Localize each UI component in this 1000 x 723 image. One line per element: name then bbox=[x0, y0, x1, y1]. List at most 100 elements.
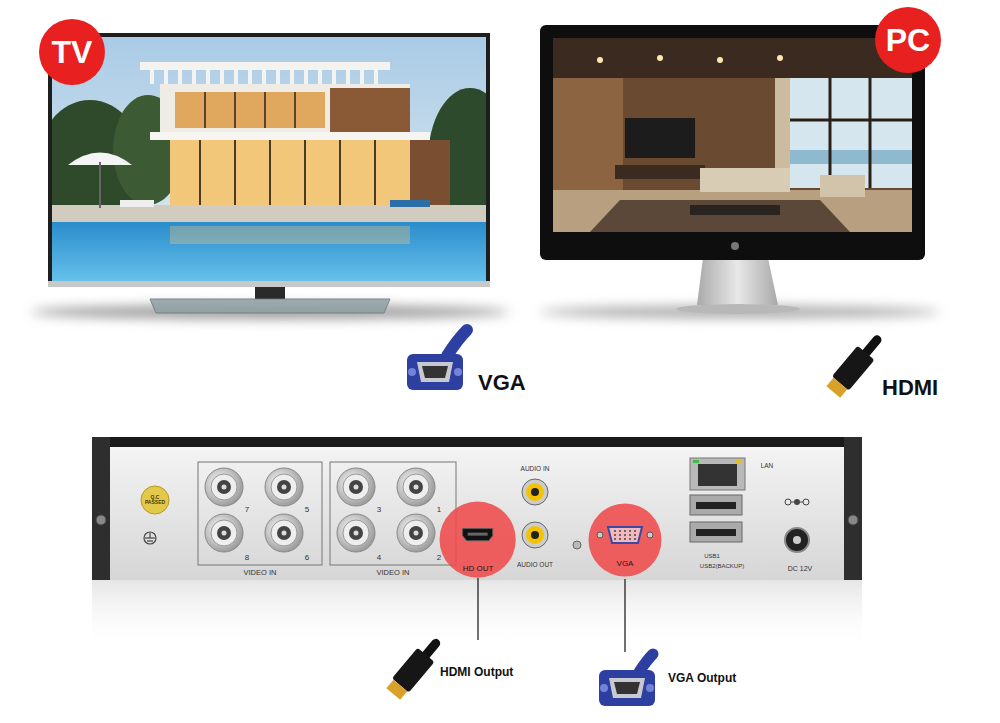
pc-monitor bbox=[790, 119, 912, 122]
tv-set bbox=[294, 92, 296, 128]
vga-plug-icon bbox=[454, 368, 462, 376]
ground-symbol bbox=[144, 532, 156, 544]
vga-plug-icon bbox=[407, 354, 463, 390]
vga-plug-icon bbox=[599, 654, 655, 706]
bnc-connector bbox=[271, 520, 297, 546]
vga-pin bbox=[619, 530, 621, 532]
bnc-connector bbox=[282, 485, 287, 490]
usb-port bbox=[696, 502, 736, 509]
ground-symbol bbox=[145, 537, 155, 538]
ground-symbol bbox=[147, 540, 153, 541]
sticker-text: Q.C PASSED bbox=[143, 495, 167, 506]
hdmi-port-highlight: HD OUT bbox=[439, 501, 516, 578]
vga-plug-icon bbox=[599, 670, 655, 706]
bnc-connector bbox=[414, 485, 419, 490]
tv-set bbox=[199, 140, 201, 206]
bnc-connector bbox=[349, 480, 363, 494]
bnc-connector bbox=[349, 526, 363, 540]
vga-pin bbox=[629, 534, 631, 536]
pc-monitor bbox=[790, 78, 912, 188]
tv-set bbox=[52, 37, 486, 281]
hdmi-plug-icon bbox=[426, 643, 436, 654]
panel-label: VIDEO IN bbox=[377, 569, 410, 577]
dc-jack bbox=[785, 528, 809, 552]
tv-set bbox=[175, 92, 325, 128]
usb-port bbox=[690, 522, 742, 542]
channel-number: 7 bbox=[245, 506, 249, 514]
tv-set bbox=[35, 33, 512, 313]
bnc-connector bbox=[277, 526, 291, 540]
panel-label: DC 12V bbox=[788, 565, 813, 572]
tv-set bbox=[264, 92, 266, 128]
bnc-connector bbox=[409, 526, 423, 540]
tv-set bbox=[304, 140, 306, 206]
tv-set bbox=[410, 140, 450, 206]
tv-set bbox=[52, 222, 486, 281]
vga-pin bbox=[629, 530, 631, 532]
vga-plug-icon bbox=[407, 330, 467, 390]
bnc-connector bbox=[211, 474, 237, 500]
pc-badge: PC bbox=[874, 6, 942, 74]
bnc-connector bbox=[403, 520, 429, 546]
vga-plug-icon bbox=[422, 366, 448, 378]
bnc-connector bbox=[354, 531, 359, 536]
vga-pin bbox=[634, 530, 636, 532]
tv-set bbox=[150, 132, 430, 140]
dvr-panel bbox=[92, 437, 862, 447]
panel-label: USB1 bbox=[704, 553, 720, 559]
bnc-connector bbox=[337, 514, 375, 552]
pc-monitor bbox=[676, 304, 800, 314]
bnc-connector bbox=[211, 520, 237, 546]
badge-circle bbox=[39, 19, 105, 85]
bnc-connector bbox=[205, 468, 243, 506]
bnc-connector bbox=[397, 514, 435, 552]
bnc-connector bbox=[414, 531, 419, 536]
bnc-connector bbox=[277, 480, 291, 494]
tv-set bbox=[164, 70, 168, 84]
tv-set bbox=[52, 37, 486, 281]
dvr-panel bbox=[92, 580, 862, 650]
bnc-connector bbox=[397, 468, 435, 506]
vga-pin bbox=[614, 534, 616, 536]
dc-jack bbox=[791, 502, 794, 503]
tv-set bbox=[200, 140, 375, 206]
leader-lines bbox=[478, 578, 625, 652]
dvr-panel bbox=[96, 515, 106, 525]
rca-jack bbox=[531, 488, 539, 496]
vga-pin bbox=[614, 530, 616, 532]
lan-port bbox=[690, 458, 745, 490]
pc-monitor bbox=[625, 118, 695, 158]
hdmi-plug-icon bbox=[386, 680, 407, 700]
ground-symbol bbox=[149, 533, 150, 538]
panel-label: USB2(BACKUP) bbox=[700, 563, 744, 569]
bnc-connector bbox=[205, 514, 243, 552]
pc-monitor bbox=[540, 25, 925, 314]
output-label: HDMI Output bbox=[440, 666, 513, 679]
pc-monitor bbox=[790, 150, 912, 164]
bnc-connector bbox=[397, 514, 435, 552]
panel-label: AUDIO IN bbox=[521, 466, 550, 473]
dvr-panel bbox=[330, 462, 456, 565]
hdmi-plug-icon bbox=[826, 378, 847, 398]
bnc-connector bbox=[343, 474, 369, 500]
bnc-connector bbox=[217, 526, 231, 540]
port-label: VGA bbox=[617, 560, 634, 568]
vga-pin bbox=[614, 538, 616, 540]
hdmi-plug-icon bbox=[825, 333, 886, 399]
channel-number: 3 bbox=[377, 506, 381, 514]
rca-jack bbox=[522, 522, 548, 548]
bnc-connector bbox=[403, 474, 429, 500]
tv-set bbox=[390, 200, 430, 207]
tv-set bbox=[150, 70, 154, 84]
pc-monitor bbox=[540, 25, 925, 260]
tv-set bbox=[262, 70, 266, 84]
tv-set bbox=[276, 70, 280, 84]
bnc-connector bbox=[217, 480, 231, 494]
tv-set bbox=[192, 70, 196, 84]
pc-monitor bbox=[553, 78, 623, 198]
pc-monitor bbox=[820, 175, 865, 197]
tv-set bbox=[170, 140, 410, 206]
tv-set bbox=[140, 62, 390, 70]
tv-set bbox=[234, 140, 236, 206]
